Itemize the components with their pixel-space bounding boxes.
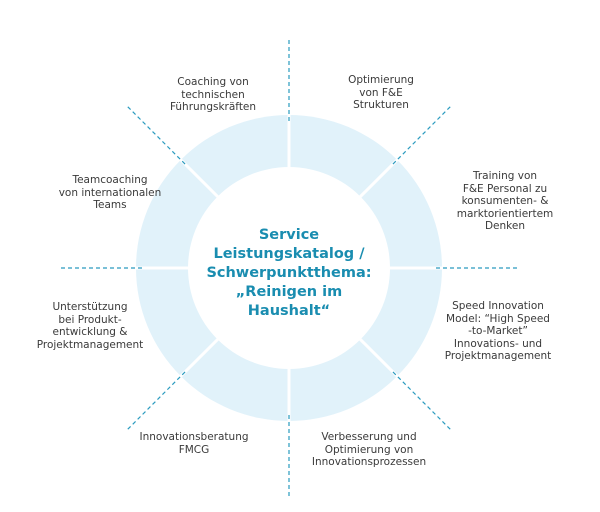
label-line: Projektmanagement [444,350,552,362]
label-line: Innovationsberatung [139,431,249,443]
label-line: bei Produkt- [58,313,122,326]
dashed-divider-line [127,371,186,430]
segment-label-verbesserung: Verbesserung und Optimierung von Innovat… [312,431,426,469]
label-line: Innovations- und [453,337,543,350]
segment-divider [178,336,221,379]
segment-label-innovationsberatung: Innovationsberatung FMCG [139,431,248,456]
center-title-line: Haushalt“ [247,303,331,319]
dashed-divider-line [127,106,186,165]
label-line: von F&E [359,86,403,99]
label-line: Unterstützung [52,301,128,313]
label-line: von internationalen [58,186,162,199]
label-line: marktorientiertem [456,207,554,220]
center-title-line: Leistungskatalog / [213,246,365,262]
label-line: FMCG [178,443,210,456]
ring-inner [188,167,390,369]
center-title-line: Service [258,227,320,243]
label-line: technischen [181,88,245,101]
segment-divider [357,157,400,200]
center-title-line: „Reinigen im [235,284,343,300]
label-line: Model: “High Speed [446,312,550,325]
label-line: entwicklung & [52,326,128,338]
segment-label-speed-innovation: Speed Innovation Model: “High Speed -to-… [445,300,552,363]
label-line: Innovationsprozessen [311,456,427,468]
segment-label-teamcoaching: Teamcoaching von internationalen Teams [59,174,162,212]
segment-label-optimierung: Optimierung von F&E Strukturen [348,74,414,112]
segment-label-unterstuetzung: Unterstützung bei Produkt- entwicklung &… [37,301,144,351]
label-line: Projektmanagement [36,338,144,351]
label-line: -to-Market” [468,325,528,337]
dashed-divider-line [392,106,451,165]
label-line: F&E Personal zu [462,182,548,195]
label-line: Führungskräften [169,101,257,113]
label-line: Optimierung [348,74,414,86]
label-line: Speed Innovation [452,300,544,312]
label-line: Training von [472,170,538,182]
label-line: Verbesserung und [321,431,417,443]
dashed-divider-line [392,371,451,430]
segment-label-training: Training von F&E Personal zu konsumenten… [457,170,554,233]
label-line: Denken [484,220,526,232]
label-line: Coaching von [177,76,249,88]
center-title: Service Leistungskatalog / Schwerpunktth… [206,226,371,321]
segment-divider [178,157,221,200]
segment-label-coaching: Coaching von technischen Führungskräften [170,76,256,114]
label-line: Teams [93,199,127,211]
center-title-line: Schwerpunktthema: [206,265,372,281]
label-line: konsumenten- & [461,195,549,207]
segment-divider [357,336,400,379]
label-line: Strukturen [353,99,409,111]
label-line: Teamcoaching [72,174,148,186]
label-line: Optimierung von [324,443,414,456]
